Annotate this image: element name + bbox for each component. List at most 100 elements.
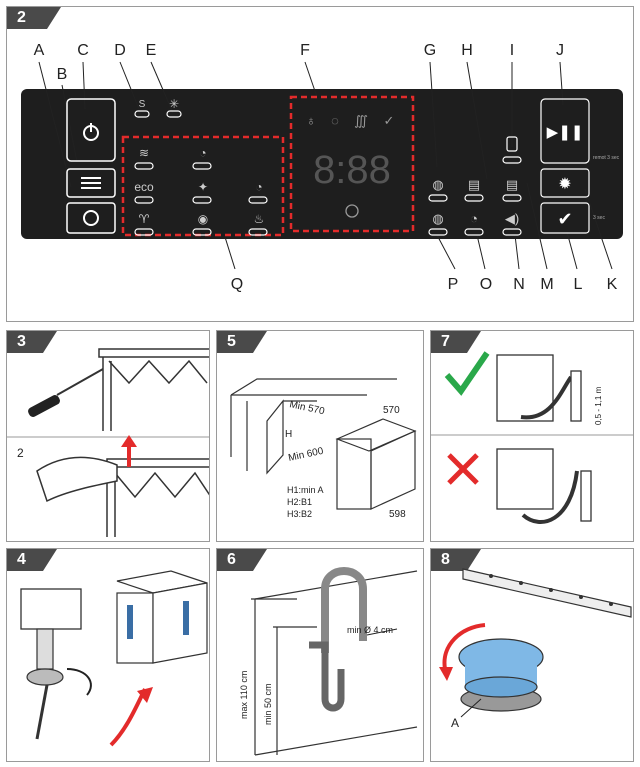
check-icon: ✔	[557, 209, 572, 229]
dim-min-50: min 50 cm	[263, 683, 273, 725]
program-indicator[interactable]	[192, 162, 212, 170]
pot-icon: ♨	[254, 212, 265, 226]
callout-h: H	[461, 42, 473, 59]
play-pause-icon: ▶❚❚	[547, 124, 584, 141]
panel-number: 6	[217, 549, 267, 571]
program-indicator[interactable]	[248, 228, 268, 236]
wifi-indicator	[502, 156, 522, 164]
plate-icon: ◉	[198, 212, 208, 226]
display-group-f	[289, 95, 415, 233]
dishwasher-icon	[116, 570, 208, 664]
gear-icon: ✹	[558, 176, 571, 193]
height-range: 0,5 - 1,1 m	[594, 386, 603, 425]
rinse-phase-icon: ◌	[331, 113, 339, 128]
program-indicator[interactable]	[134, 162, 154, 170]
remote-start-label: remot 3 sec	[593, 155, 620, 161]
intensive-icon: ≋	[139, 146, 149, 160]
rinse-aid-indicator	[166, 110, 182, 118]
callout-o: O	[480, 276, 492, 293]
callout-j: J	[556, 42, 564, 59]
callout-n: N	[513, 276, 525, 293]
program-indicator[interactable]	[192, 196, 212, 204]
start-pause-button[interactable]	[540, 98, 590, 164]
program-indicator[interactable]	[134, 196, 154, 204]
step-3-diagram: 2	[7, 348, 209, 537]
dim-h1: H1:min A	[287, 485, 324, 495]
lock-label: 3 sec	[593, 215, 605, 221]
rotate-arrow-icon	[66, 668, 92, 696]
program-indicator[interactable]	[134, 228, 154, 236]
end-phase-icon: ✓	[384, 113, 395, 128]
eco-label: eco	[134, 180, 154, 194]
sound-indicator[interactable]	[502, 228, 522, 236]
callout-p: P	[448, 276, 459, 293]
rotate-left-arrow-icon	[442, 623, 486, 670]
callout-k: K	[607, 276, 618, 293]
callout-l: L	[574, 276, 583, 293]
half-load-indicator[interactable]	[428, 194, 448, 202]
glass-icon: ♈	[139, 212, 150, 226]
upper-basket-icon: ▤	[468, 177, 480, 192]
settings-button[interactable]	[540, 168, 590, 198]
rinse-aid-icon: ✳	[169, 97, 179, 111]
step-8-diagram: A	[439, 568, 632, 730]
dim-570: 570	[383, 405, 400, 416]
callout-m: M	[540, 276, 553, 293]
auto-icon: ◔	[199, 146, 206, 160]
callout-a: A	[34, 42, 45, 59]
wifi-icon	[506, 136, 518, 152]
panel-6-drain-connection: 6 max 110 cm min 50 cm min Ø 4 cm	[216, 548, 424, 762]
program-indicator[interactable]	[192, 228, 212, 236]
callout-g: G	[424, 42, 436, 59]
dim-h2: H2:B1	[287, 497, 312, 507]
lower-basket-icon: ▤	[506, 177, 518, 192]
panel-number: 2	[7, 7, 61, 29]
power-button[interactable]	[66, 98, 116, 162]
step-label: 2	[17, 446, 24, 460]
hand-icon	[36, 456, 118, 503]
salt-indicator	[134, 110, 150, 118]
time-icon	[345, 204, 359, 218]
sound-icon: ◀)	[505, 211, 519, 226]
half-load-icon: ◍	[432, 177, 443, 192]
menu-icon	[81, 177, 101, 189]
panel-4-adjust-feet: 4	[6, 548, 210, 762]
up-arrow-icon	[121, 435, 137, 467]
menu-button[interactable]	[66, 168, 116, 198]
hygiene-icon: ◍	[432, 211, 443, 226]
control-panel-diagram: A C B D E F G H I J	[21, 42, 623, 293]
callout-i: I	[510, 42, 514, 59]
lower-basket-indicator[interactable]	[502, 194, 522, 202]
panel-8-filter-cap: 8 A	[430, 548, 634, 762]
wash-phase-icon: ♁	[306, 113, 316, 128]
dim-min-600: Min 600	[287, 446, 325, 464]
dim-598: 598	[389, 509, 406, 520]
callout-q: Q	[231, 276, 243, 293]
step-5-diagram: Min 570 H Min 600 570 H1:min A H2:B1 H3:…	[230, 378, 417, 520]
panel-2-control-panel: 2 A C B D E F G H I J	[6, 6, 634, 322]
wrong-cross-icon	[447, 453, 479, 485]
dim-max-110: max 110 cm	[239, 671, 249, 719]
upper-basket-indicator[interactable]	[464, 194, 484, 202]
screwdriver-icon	[28, 368, 104, 417]
callout-c: C	[77, 42, 89, 59]
delay-button[interactable]	[66, 202, 116, 234]
dim-h: H	[285, 429, 292, 440]
spray-arm-icon	[462, 568, 632, 618]
panel-number: 7	[431, 331, 481, 353]
speed-indicator[interactable]	[464, 228, 484, 236]
hygiene-indicator[interactable]	[428, 228, 448, 236]
callout-a-filter: A	[451, 716, 459, 730]
callout-b: B	[57, 66, 68, 83]
confirm-button[interactable]	[540, 202, 590, 234]
clock-display: 8:88	[313, 148, 391, 192]
panel-number: 8	[431, 549, 481, 571]
callout-f: F	[300, 42, 310, 59]
panel-5-installation-dimensions: 5 Min 570 H Min 600 570 H1:min A H2:B1 H…	[216, 330, 424, 542]
drain-pipe-icon	[309, 567, 367, 712]
filter-cap-icon	[458, 638, 544, 712]
program-indicator[interactable]	[248, 196, 268, 204]
dim-h3: H3:B2	[287, 509, 312, 519]
timer-60-icon: ◔	[255, 180, 262, 194]
step-7-diagram: 0,5 - 1,1 m	[431, 351, 633, 524]
